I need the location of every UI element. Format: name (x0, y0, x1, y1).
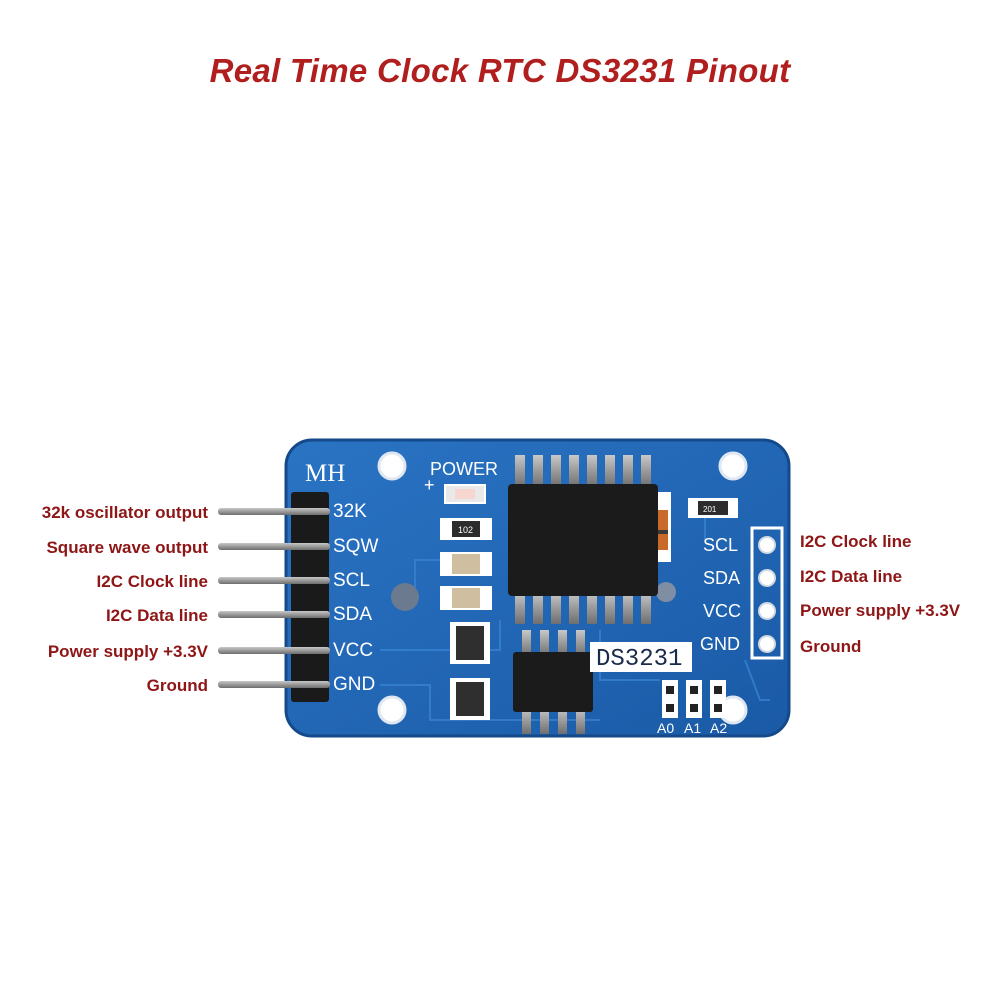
right-pin-label-vcc: VCC (703, 601, 741, 621)
pin-label-vcc: VCC (333, 640, 373, 661)
left-label-32k: 32k oscillator output (41, 503, 208, 522)
left-label-sqw: Square wave output (46, 538, 208, 557)
left-label-gnd: Ground (146, 676, 208, 695)
passive-components: 102 201 (391, 492, 738, 611)
right-pin-pads (750, 526, 784, 660)
pin-label-gnd: GND (333, 674, 375, 695)
power-label: POWER (430, 459, 498, 479)
pin-label-32k: 32K (333, 501, 367, 522)
right-pin-label-scl: SCL (703, 535, 738, 555)
right-label-sda: I2C Data line (800, 567, 903, 586)
address-pad-a1: A1 (684, 720, 701, 736)
header-housing (291, 492, 329, 702)
left-label-sda: I2C Data line (105, 606, 208, 625)
small-resistor-code: 201 (703, 505, 717, 514)
pin-label-sda: SDA (333, 604, 372, 625)
left-pin-header (218, 492, 330, 702)
chip-label-box (590, 642, 692, 672)
eeprom-chip (513, 630, 593, 734)
page-title: Real Time Clock RTC DS3231 Pinout (209, 52, 791, 89)
right-label-gnd: Ground (800, 637, 862, 656)
chip-label: DS3231 (596, 646, 682, 673)
right-pin-label-gnd: GND (700, 634, 740, 654)
brand-mark: MH (305, 460, 345, 487)
power-sign: + (424, 475, 435, 495)
left-label-vcc: Power supply +3.3V (47, 642, 208, 661)
address-pad-a0: A0 (657, 720, 674, 736)
right-label-vcc: Power supply +3.3V (800, 601, 961, 620)
left-label-scl: I2C Clock line (96, 572, 208, 591)
resistor-code: 102 (458, 525, 473, 535)
pin-label-scl: SCL (333, 570, 370, 591)
ds3231-chip (508, 455, 658, 624)
pin-label-sqw: SQW (333, 536, 378, 557)
address-pad-a2: A2 (710, 720, 727, 736)
right-label-scl: I2C Clock line (800, 532, 912, 551)
right-pin-label-sda: SDA (703, 568, 740, 588)
address-jumpers (662, 680, 726, 718)
mounting-holes (377, 451, 748, 725)
header-pins (218, 508, 330, 688)
resistor-arrays (450, 622, 490, 720)
